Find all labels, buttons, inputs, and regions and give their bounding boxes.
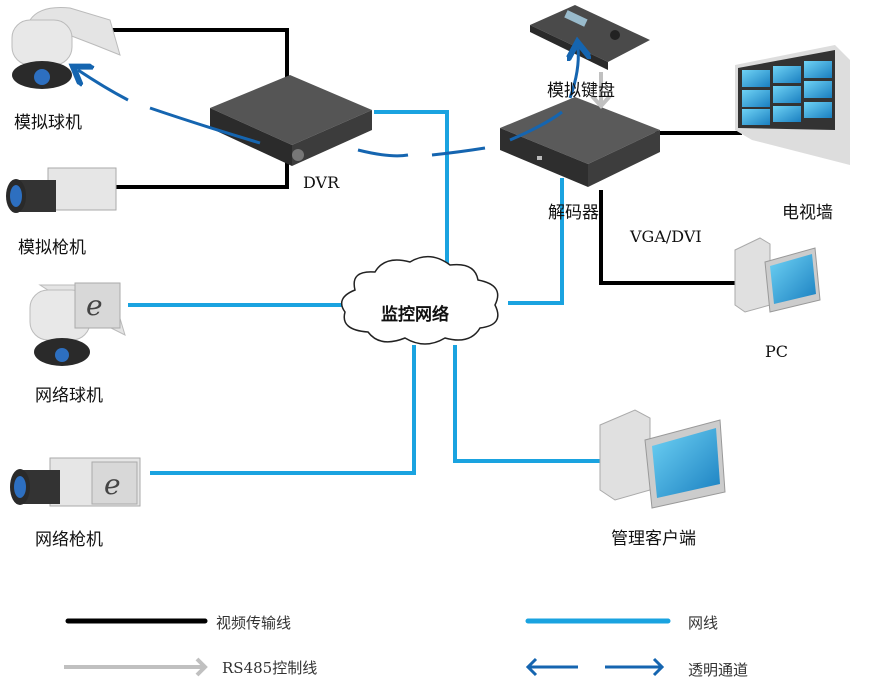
network-cloud-icon — [340, 256, 499, 345]
svg-text:e: e — [104, 468, 121, 501]
legend-rs485-line: RS485控制线 — [222, 659, 318, 677]
net-line-decoder — [508, 178, 564, 305]
video-line-dome-dvr — [105, 28, 289, 78]
label-pc: PC — [765, 342, 789, 361]
label-vga-dvi: VGA/DVI — [630, 227, 702, 246]
label-decoder: 解码器 — [548, 203, 599, 223]
transparent-channel-lines — [78, 48, 578, 158]
net-line-dvr — [374, 110, 449, 275]
legend-network-line: 网线 — [688, 614, 719, 632]
video-line-bullet-dvr — [115, 162, 289, 189]
rs485-arrow-keyboard-decoder — [590, 72, 612, 109]
legend-transparent-channel-swatch — [525, 657, 665, 677]
net-line-client — [453, 345, 602, 463]
legend-transparent-channel: 透明通道 — [688, 661, 749, 679]
network-bullet-camera-icon: e — [10, 457, 141, 507]
label-analog-bullet: 模拟枪机 — [18, 238, 86, 258]
video-line-decoder-pc — [599, 190, 735, 285]
analog-dome-camera-icon — [11, 7, 121, 89]
label-dvr: DVR — [303, 173, 340, 192]
label-analog-dome: 模拟球机 — [14, 113, 82, 133]
dvr-icon — [210, 75, 372, 166]
network-dome-camera-icon: e — [29, 282, 126, 366]
svg-text:e: e — [86, 289, 103, 322]
client-pc-icon — [599, 409, 726, 509]
label-network-dome: 网络球机 — [35, 386, 103, 406]
net-line-network-bullet — [150, 345, 416, 475]
label-network-bullet: 网络枪机 — [35, 530, 103, 550]
network-lines — [128, 110, 602, 475]
decoder-icon — [500, 97, 660, 187]
video-lines — [105, 28, 742, 285]
label-network: 监控网络 — [381, 305, 449, 325]
label-client: 管理客户端 — [611, 529, 696, 549]
keyboard-icon — [530, 5, 650, 70]
legend-rs485-swatch — [64, 657, 208, 677]
pc-icon — [734, 237, 821, 313]
label-tv-wall: 电视墙 — [782, 203, 833, 223]
tv-wall-icon — [735, 45, 850, 165]
label-keyboard: 模拟键盘 — [547, 81, 615, 101]
legend-video-line: 视频传输线 — [216, 614, 292, 632]
analog-bullet-camera-icon — [6, 167, 117, 213]
